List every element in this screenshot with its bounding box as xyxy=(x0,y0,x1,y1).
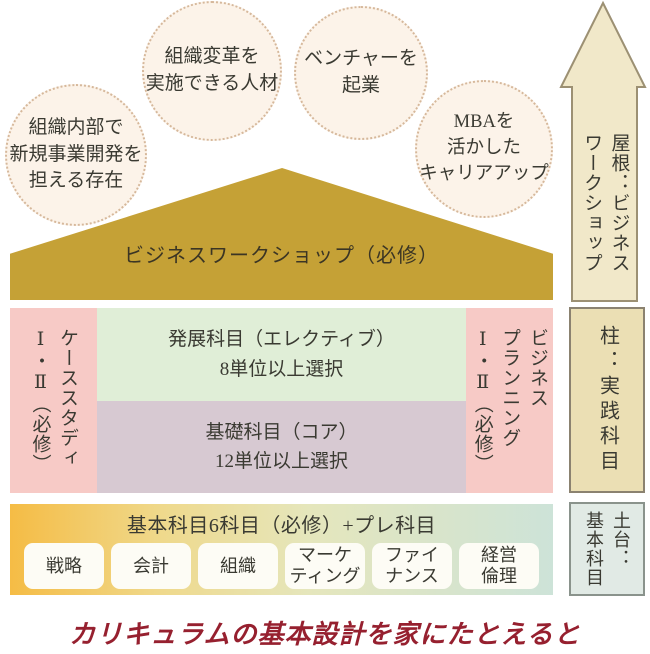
pillar-case-study: ケーススタディ Ⅰ・Ⅱ（必修） xyxy=(10,308,97,493)
pillar-business-planning-label: ビジネス プランニング Ⅰ・Ⅱ（必修） xyxy=(471,327,548,474)
subject-finance: ファイ ナンス xyxy=(372,543,452,589)
outcome-bubble-venture: ベンチャーを 起業 xyxy=(294,6,428,140)
elective-subjects-box: 発展科目（エレクティブ） 8単位以上選択 xyxy=(97,308,466,401)
subject-organization: 組織 xyxy=(198,543,278,589)
rail-base-label: 土台： 基本科目 xyxy=(584,511,631,587)
outcome-bubble-new-business: 組織内部で 新規事業開発を 担える存在 xyxy=(5,84,147,226)
subject-ethics: 経営 倫理 xyxy=(459,543,539,589)
rail-base-tag: 土台： 基本科目 xyxy=(569,502,645,596)
foundation-basic-subjects: 基本科目6科目（必修）+プレ科目 戦略 会計 組織 マーケ ティング ファイ ナ… xyxy=(10,504,553,595)
core-subjects-box: 基礎科目（コア） 12単位以上選択 xyxy=(97,401,466,493)
roof-label: ビジネスワークショップ（必修） xyxy=(124,245,439,267)
rail-roof-label-area: 屋根：ビジネス ワークショップ xyxy=(566,108,644,298)
foundation-title: 基本科目6科目（必修）+プレ科目 xyxy=(126,515,437,537)
diagram-caption: カリキュラムの基本設計を家にたとえると xyxy=(69,620,581,649)
rail-pillar-tag: 柱：実践科目 xyxy=(569,307,645,493)
pillar-case-study-label: ケーススタディ Ⅰ・Ⅱ（必修） xyxy=(29,327,79,474)
up-arrow-icon xyxy=(559,0,647,302)
subject-accounting: 会計 xyxy=(111,543,191,589)
subject-marketing: マーケ ティング xyxy=(285,543,365,589)
outcome-bubble-mba-career: MBAを 活かした キャリアアップ xyxy=(415,80,553,218)
subject-strategy: 戦略 xyxy=(24,543,104,589)
rail-pillar-label: 柱：実践科目 xyxy=(596,325,619,475)
subject-row: 戦略 会計 組織 マーケ ティング ファイ ナンス 経営 倫理 xyxy=(10,543,553,589)
rail-roof-label: 屋根：ビジネス ワークショップ xyxy=(581,133,630,273)
outcome-bubble-org-change: 組織変革を 実施できる人材 xyxy=(142,1,282,141)
pillar-business-planning: ビジネス プランニング Ⅰ・Ⅱ（必修） xyxy=(466,308,553,493)
